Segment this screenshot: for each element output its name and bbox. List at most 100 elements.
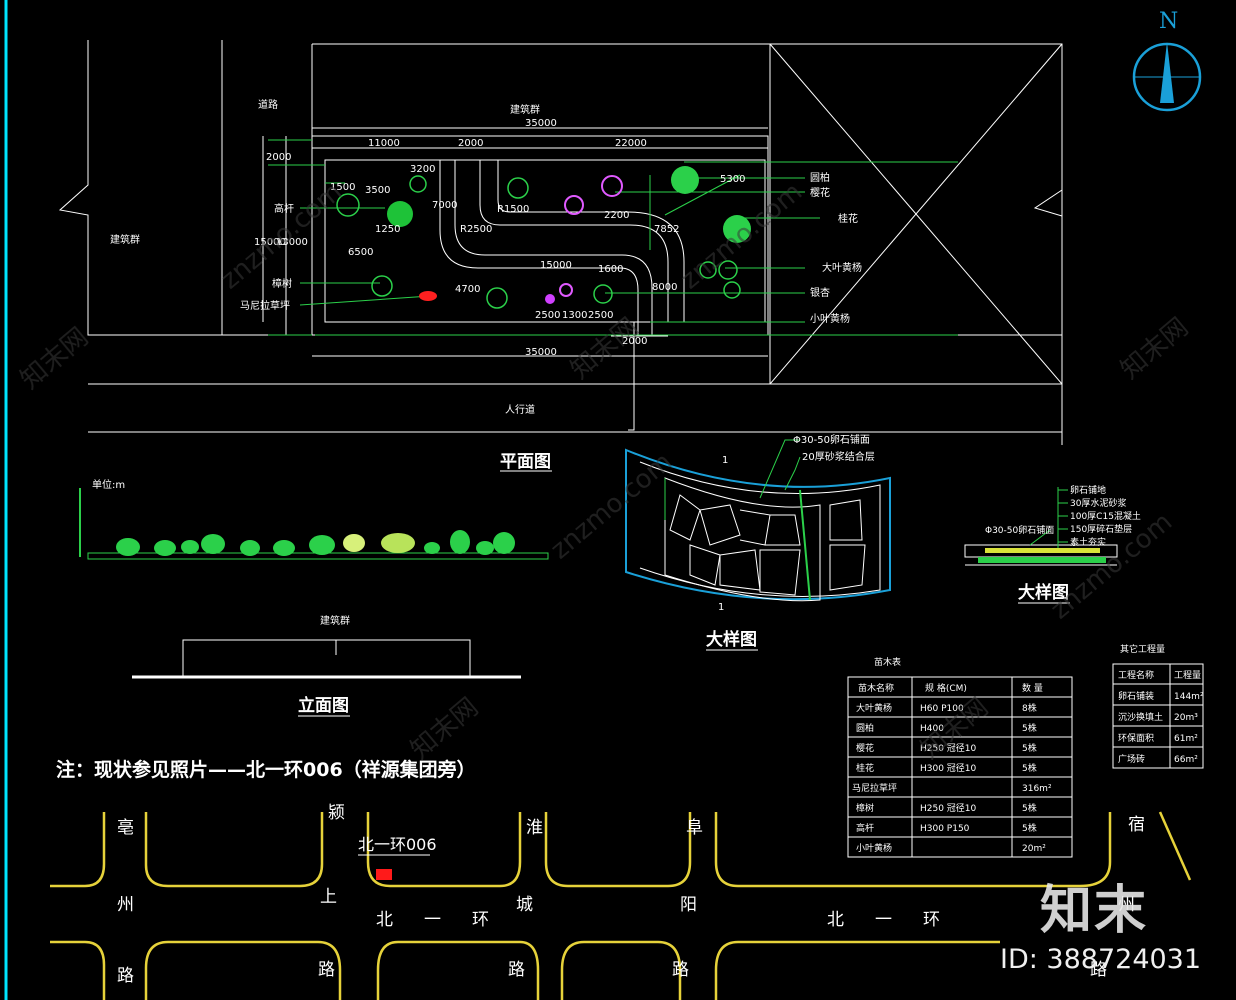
dim-1500: 1500: [330, 182, 355, 193]
plant-cell: H300 冠径10: [920, 762, 977, 774]
location-map: [50, 811, 1192, 1000]
sidewalk-label: 人行道: [505, 403, 535, 416]
dim-bottom-total: 35000: [525, 347, 557, 358]
plant-cell: 8株: [1022, 702, 1037, 714]
dim-2000: 2000: [622, 336, 647, 347]
detail1-mark-bottom: 1: [718, 602, 724, 613]
plant-header-2: 数 量: [1022, 682, 1043, 694]
elevation-label: 建筑群: [320, 614, 350, 627]
dim-3200: 3200: [410, 164, 435, 175]
elevation-view: [132, 639, 521, 679]
dim-4700: 4700: [455, 284, 480, 295]
road-label: 一: [424, 910, 441, 930]
work-cell: 广场砖: [1118, 753, 1145, 765]
detail2-title: 大样图: [1018, 582, 1069, 603]
plant-cell: 316m²: [1022, 784, 1052, 794]
dim-left-top: 2000: [266, 152, 291, 163]
dim-2200: 2200: [604, 210, 629, 221]
detail2-callout-4: 素土夯实: [1070, 536, 1106, 548]
detail1-title: 大样图: [706, 629, 757, 650]
dim-6500: 6500: [348, 247, 373, 258]
dim-2500b: 2500: [588, 310, 613, 321]
dim-1300: 1300: [562, 310, 587, 321]
detail1-mark-top: 1: [722, 455, 728, 466]
road-label: 路: [672, 960, 689, 980]
dim-r1500: R1500: [497, 204, 529, 215]
plant-cell: 5株: [1022, 802, 1037, 814]
road-label: 路: [117, 966, 134, 986]
detail1-callout-1: 20厚砂浆结合层: [802, 450, 875, 463]
road-label: 阳: [680, 895, 697, 915]
plant-cell: H250 冠径10: [920, 742, 977, 754]
plan-label-right-3: 大叶黄杨: [822, 261, 862, 274]
detail2-callout-3: 150厚碎石垫层: [1070, 523, 1132, 535]
road-label: 路: [318, 960, 335, 980]
plant-cell: 5株: [1022, 762, 1037, 774]
road-label: 亳: [117, 818, 134, 838]
elevation-title: 立面图: [298, 695, 349, 716]
watermark-logo: 知末: [1040, 881, 1149, 941]
road-label: 北: [827, 910, 844, 930]
plan-leaders: [268, 139, 958, 336]
road-label: 颍: [328, 803, 345, 823]
work-cell: 环保面积: [1118, 732, 1154, 744]
plant-cell: 5株: [1022, 822, 1037, 834]
detail2-callout-2: 100厚C15混凝土: [1070, 510, 1141, 522]
north-label: N: [1159, 9, 1178, 34]
dim-r2500: R2500: [460, 224, 492, 235]
plant-cell: 大叶黄杨: [856, 702, 892, 714]
plant-cell: H300 P150: [920, 824, 970, 834]
site-marker-label: 北一环006: [358, 835, 437, 854]
plant-table-title: 苗木表: [874, 656, 901, 668]
plant-table: 苗木表 苗木名称 规 格(CM) 数 量 大叶黄杨 H60 P100 8株 圆柏…: [847, 656, 1073, 858]
dim-5300: 5300: [720, 174, 745, 185]
road-label: 一: [875, 910, 892, 930]
plan-label-left-2: 马尼拉草坪: [240, 299, 290, 312]
plant-cell: 5株: [1022, 742, 1037, 754]
detail-section: 卵石铺地 30厚水泥砂浆 100厚C15混凝土 150厚碎石垫层 素土夯实 Φ3…: [964, 484, 1141, 604]
map-road-labels: 亳 州 路 颍 上 路 淮 城 路 阜 阳 路 宿 州 路 北 一 环 北 一 …: [117, 803, 1145, 986]
work-table: 其它工程量 工程名称 工程量 卵石铺装 144m² 沉沙换填土 20m³ 环保面…: [1112, 643, 1204, 769]
work-cell: 沉沙换填土: [1118, 711, 1163, 723]
road-label: 州: [1118, 895, 1135, 915]
plan-title: 平面图: [500, 452, 551, 472]
dim-1250: 1250: [375, 224, 400, 235]
road-label: 城: [516, 895, 533, 915]
work-table-title: 其它工程量: [1120, 643, 1165, 655]
section-strip: 单位:m: [79, 478, 549, 560]
plant-cell: 高杆: [856, 822, 874, 834]
plant-cell: 小叶黄杨: [856, 842, 892, 854]
detail1-callout-0: Φ30-50卵石铺面: [793, 433, 870, 446]
detail2-callout-0: 卵石铺地: [1070, 484, 1106, 496]
plant-cell: 樟树: [856, 802, 874, 814]
plan-view: [58, 40, 1063, 445]
plan-label-left-1: 樟树: [272, 277, 292, 290]
detail-paving: Φ30-50卵石铺面 20厚砂浆结合层 1 1 大样图: [625, 433, 891, 651]
dim-left-inner: 13000: [276, 237, 308, 248]
dim-3500: 3500: [365, 185, 390, 196]
work-header-0: 工程名称: [1118, 669, 1154, 681]
road-label: 路: [508, 960, 525, 980]
plan-text: 道路 建筑群 建筑群 人行道 35000 11000 2000 22000 35…: [110, 98, 862, 472]
road-label: 淮: [526, 818, 543, 838]
plant-header-0: 苗木名称: [858, 682, 894, 694]
plan-label-right-1: 樱花: [810, 186, 830, 199]
watermark-site: znzmo.com: [675, 177, 808, 295]
plant-cell: H400: [920, 724, 944, 734]
plan-label-left-0: 高杆: [274, 202, 294, 215]
road-label: 上: [320, 887, 337, 907]
detail2-callout-1: 30厚水泥砂浆: [1070, 497, 1126, 509]
dim-1600: 1600: [598, 264, 623, 275]
plant-header-1: 规 格(CM): [925, 682, 967, 694]
building-top-label: 建筑群: [510, 103, 540, 116]
dim-top-c: 22000: [615, 138, 647, 149]
work-cell: 66m²: [1174, 755, 1198, 765]
plant-cell: 马尼拉草坪: [852, 782, 897, 794]
road-label: 环: [472, 910, 489, 930]
plant-cell: 20m²: [1022, 844, 1046, 854]
note-text: 注：现状参见照片——北一环006（祥源集团旁）: [56, 759, 476, 781]
plant-cell: H60 P100: [920, 704, 964, 714]
dim-top-total: 35000: [525, 118, 557, 129]
road-label: 路: [1090, 960, 1107, 980]
watermark-site: znzmo.com: [215, 177, 348, 295]
